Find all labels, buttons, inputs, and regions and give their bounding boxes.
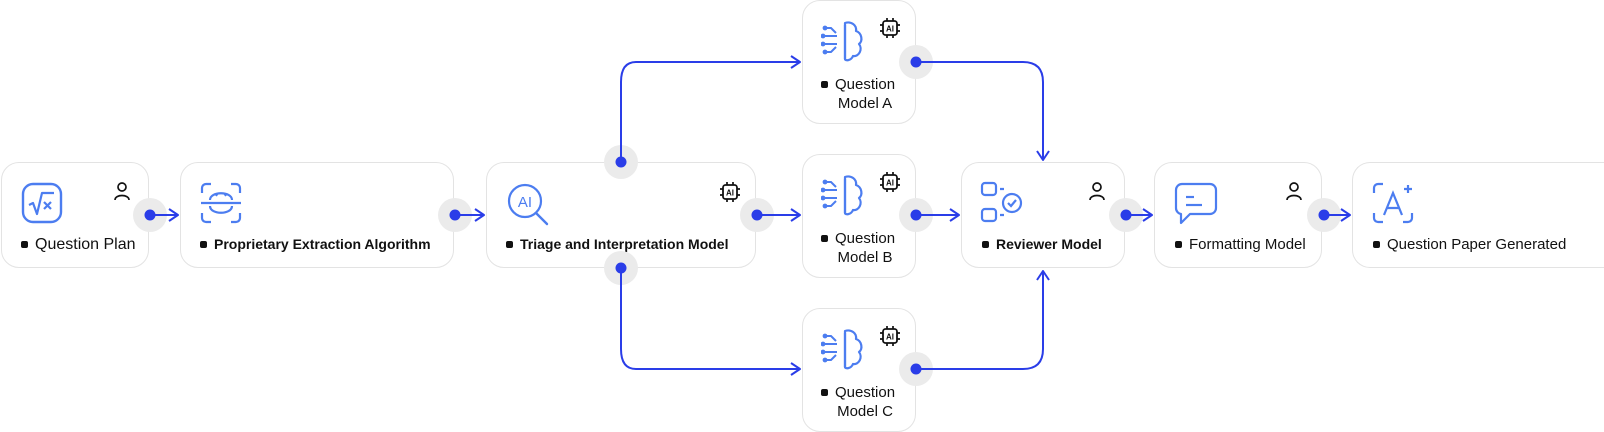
node-label-row: Formatting Model <box>1175 235 1306 254</box>
node-question-plan[interactable]: Question Plan <box>1 162 149 268</box>
edge-question-model-a-to-reviewer-model <box>910 56 1050 161</box>
node-label: Reviewer Model <box>996 236 1102 252</box>
edge-question-plan-to-proprietary-extraction <box>144 208 179 222</box>
label-bullet <box>1175 241 1182 248</box>
brain-circuit-icon <box>821 327 865 371</box>
brain-circuit-icon <box>821 19 865 63</box>
person-icon <box>1285 181 1303 201</box>
node-label: Question Model C <box>835 384 896 420</box>
label-bullet <box>821 389 828 396</box>
label-bullet <box>821 235 828 242</box>
node-triage-interpretation[interactable]: AI AI Triage and Interpretation Model <box>486 162 756 268</box>
node-label-row: Question Model C <box>821 383 895 421</box>
svg-text:AI: AI <box>518 194 532 211</box>
label-bullet <box>21 241 28 248</box>
node-label: Formatting Model <box>1189 236 1306 253</box>
connector-arrowhead <box>790 362 801 376</box>
connector-arrowhead <box>1036 270 1050 281</box>
node-label: Question Model B <box>835 230 896 266</box>
node-label: Triage and Interpretation Model <box>520 236 729 252</box>
node-proprietary-extraction[interactable]: Proprietary Extraction Algorithm <box>180 162 454 268</box>
node-label: Proprietary Extraction Algorithm <box>214 236 431 252</box>
connector-arrowhead <box>1036 150 1050 161</box>
label-bullet <box>1373 241 1380 248</box>
node-label: Question Paper Generated <box>1387 236 1567 253</box>
node-formatting-model[interactable]: Formatting Model <box>1154 162 1322 268</box>
label-bullet <box>200 241 207 248</box>
node-label-row: Proprietary Extraction Algorithm <box>200 235 431 254</box>
edge-question-model-c-to-reviewer-model <box>910 270 1050 375</box>
node-label-row: Reviewer Model <box>982 235 1102 254</box>
node-label-row: Triage and Interpretation Model <box>506 235 728 254</box>
ai-chip-icon: AI <box>719 181 741 203</box>
edge-triage-interpretation-to-question-model-b <box>751 208 801 222</box>
connector-arrowhead <box>790 208 801 222</box>
ai-chip-icon: AI <box>879 17 901 39</box>
node-reviewer-model[interactable]: Reviewer Model <box>961 162 1125 268</box>
ai-chip-icon: AI <box>879 171 901 193</box>
connector-line <box>916 271 1044 370</box>
edge-triage-interpretation-to-question-model-c <box>615 262 801 376</box>
node-question-paper-generated[interactable]: Question Paper Generated <box>1352 162 1604 268</box>
svg-text:AI: AI <box>726 189 734 198</box>
label-bullet <box>982 241 989 248</box>
text-scan-icon <box>1371 181 1415 225</box>
connector-arrowhead <box>168 208 179 222</box>
connector-arrowhead <box>1142 208 1153 222</box>
node-label-row: Question Paper Generated <box>1373 235 1566 254</box>
node-label-row: Question Model A <box>821 75 895 113</box>
svg-text:AI: AI <box>886 179 894 188</box>
edge-triage-interpretation-to-question-model-a <box>615 55 801 168</box>
node-question-model-a[interactable]: AI Question Model A <box>802 0 916 124</box>
node-label: Question Model A <box>835 76 896 112</box>
edge-formatting-model-to-question-paper-generated <box>1318 208 1351 222</box>
checklist-icon <box>980 181 1024 225</box>
connector-line <box>620 268 800 370</box>
svg-text:AI: AI <box>886 25 894 34</box>
node-label-row: Question Plan <box>21 235 136 254</box>
person-icon <box>113 181 131 201</box>
connector-arrowhead <box>1340 208 1351 222</box>
connector-arrowhead <box>790 55 801 69</box>
person-icon <box>1088 181 1106 201</box>
connector-line <box>620 61 800 162</box>
square-root-icon <box>20 181 64 225</box>
edge-proprietary-extraction-to-triage-interpretation <box>449 208 485 222</box>
connector-arrowhead <box>949 208 960 222</box>
chat-bubble-icon <box>1173 181 1219 227</box>
node-label-row: Question Model B <box>821 229 895 267</box>
connector-arrowhead <box>474 208 485 222</box>
edge-question-model-b-to-reviewer-model <box>910 208 960 222</box>
face-scan-icon <box>199 181 243 225</box>
label-bullet <box>821 81 828 88</box>
ai-search-icon: AI <box>505 181 551 227</box>
brain-circuit-icon <box>821 173 865 217</box>
edge-reviewer-model-to-formatting-model <box>1120 208 1153 222</box>
svg-text:AI: AI <box>886 333 894 342</box>
ai-chip-icon: AI <box>879 325 901 347</box>
node-question-model-c[interactable]: AI Question Model C <box>802 308 916 432</box>
node-question-model-b[interactable]: AI Question Model B <box>802 154 916 278</box>
node-label: Question Plan <box>35 236 136 253</box>
connector-line <box>916 61 1044 160</box>
label-bullet <box>506 241 513 248</box>
